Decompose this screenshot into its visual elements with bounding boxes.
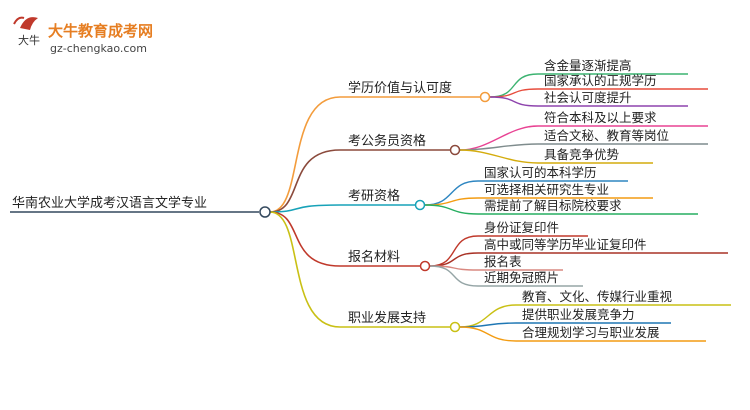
child-label-1-1: 含金量逐渐提高 bbox=[544, 58, 632, 73]
child-edge-2-3 bbox=[459, 149, 539, 164]
branch-edge-5 bbox=[269, 211, 341, 328]
child-label-2-2: 适合文秘、教育等岗位 bbox=[544, 128, 669, 143]
child-label-5-2: 提供职业发展竞争力 bbox=[522, 307, 635, 322]
branch-dot-1 bbox=[479, 91, 491, 103]
emblem-text: 大牛 bbox=[18, 33, 40, 47]
branch-label-2: 考公务员资格 bbox=[348, 133, 426, 149]
branch-label-1: 学历价值与认可度 bbox=[348, 80, 452, 96]
child-edge-2-2 bbox=[459, 143, 539, 151]
child-label-2-3: 具备竞争优势 bbox=[544, 147, 620, 162]
child-edge-5-3 bbox=[459, 326, 517, 342]
child-label-5-1: 教育、文化、传媒行业重视 bbox=[522, 289, 673, 304]
child-edge-3-3 bbox=[424, 204, 479, 215]
brand-name: 大牛教育成考网 bbox=[48, 22, 153, 40]
child-label-4-3: 报名表 bbox=[484, 254, 522, 269]
branch-label-4: 报名材料 bbox=[348, 249, 400, 265]
root-node-dot bbox=[259, 206, 271, 218]
child-edge-4-1 bbox=[429, 235, 479, 267]
branch-edge-4 bbox=[269, 211, 341, 267]
child-label-5-3: 合理规划学习与职业发展 bbox=[522, 325, 660, 340]
branch-label-3: 考研资格 bbox=[348, 188, 400, 204]
child-label-3-1: 国家认可的本科学历 bbox=[484, 165, 597, 180]
child-edge-4-4 bbox=[429, 265, 479, 287]
bull-emblem-icon: 大牛 bbox=[13, 16, 40, 47]
branch-edge-3 bbox=[269, 204, 341, 213]
branch-label-5: 职业发展支持 bbox=[348, 310, 426, 326]
child-edge-4-2 bbox=[429, 252, 479, 267]
logo: 大牛 大牛教育成考网 gz-chengkao.com bbox=[13, 16, 153, 55]
root-node-label: 华南农业大学成考汉语言文学专业 bbox=[12, 195, 207, 211]
child-edge-1-3 bbox=[489, 96, 539, 107]
child-label-3-2: 可选择相关研究生专业 bbox=[484, 182, 609, 197]
branch-edge-1 bbox=[269, 96, 341, 213]
branch-dot-4 bbox=[419, 260, 431, 272]
child-edge-5-2 bbox=[459, 322, 517, 328]
branch-dot-2 bbox=[449, 144, 461, 156]
child-label-4-4: 近期免冠照片 bbox=[484, 270, 559, 285]
child-label-1-3: 社会认可度提升 bbox=[544, 90, 632, 105]
child-label-2-1: 符合本科及以上要求 bbox=[544, 110, 657, 125]
child-label-4-2: 高中或同等学历毕业证复印件 bbox=[484, 237, 647, 252]
branch-dot-3 bbox=[414, 199, 426, 211]
branch-edge-2 bbox=[269, 149, 341, 213]
child-label-3-3: 需提前了解目标院校要求 bbox=[484, 198, 622, 213]
child-label-1-2: 国家承认的正规学历 bbox=[544, 73, 657, 88]
child-label-4-1: 身份证复印件 bbox=[484, 220, 559, 235]
branch-dot-5 bbox=[449, 321, 461, 333]
brand-url: gz-chengkao.com bbox=[50, 42, 147, 55]
mindmap-nodes: 华南农业大学成考汉语言文学专业 学历价值与认可度 含金量逐渐提高国家承认的正规学历社… bbox=[12, 58, 673, 340]
mindmap-edges bbox=[10, 73, 731, 342]
